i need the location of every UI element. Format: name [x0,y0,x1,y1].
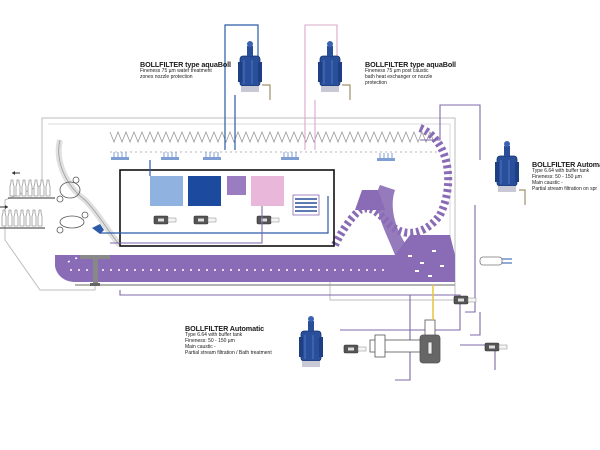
valve-icon [343,344,367,354]
bollfilter-aquaboll-caustic [317,40,343,93]
label-line: bath heat exchanger or nozzle [365,74,433,81]
spray-nozzle-icon [280,151,300,161]
label-line: protection [365,79,387,86]
blue-spray-unit [92,224,104,234]
motor-icon [256,215,280,225]
label-filter-auto-right-title: BOLLFILTER Automatic [532,160,600,169]
caustic-bath-particles [408,250,444,277]
label-filter-auto-bottom: BOLLFILTER Automatic Type 6.64 with buff… [185,324,272,356]
bottle-discharge-conveyor [8,171,55,199]
main-pump [369,319,441,364]
label-line: Type 6.64 with buffer tank [185,332,243,339]
label-line: Partial stream filtration on spr [532,185,598,192]
label-line: Main caustic - [532,179,563,186]
pipe-water [100,24,329,234]
pipe-caustic [110,104,496,381]
spray-nozzle-icon [160,151,180,161]
spray-nozzle-icon [202,151,222,161]
filter-drains [262,84,526,205]
sprocket-wheels [56,176,89,234]
tank-purple [227,176,246,195]
tank-water-light [150,176,183,206]
label-line: Fineness 75 µm post caustic [365,68,429,75]
valve-icon [484,342,508,352]
bollfilter-automatic-bottom [298,315,324,368]
label-line: zones nozzle protection [140,74,193,81]
bath-support [80,255,110,259]
bottle-chain-right-loop [331,124,453,247]
treatment-zone-enclosure [119,169,335,247]
tank-water-dark [188,176,221,206]
label-filter-caustic-post-title: BOLLFILTER type aquaBoll [365,60,456,69]
label-line: Partial stream filtration / Bath treatme… [185,349,272,356]
caustic-bath-riser [376,185,410,255]
valve-icon [453,295,477,305]
tank-pink [251,176,284,206]
label-filter-auto-bottom-title: BOLLFILTER Automatic [185,324,265,333]
main-caustic-bath [55,235,455,282]
label-filter-water-title: BOLLFILTER type aquaBoll [140,60,231,69]
label-filter-auto-right: BOLLFILTER Automatic Type 6.64 with buff… [532,160,600,192]
pipe-post-caustic [304,24,338,150]
label-filter-caustic-post: BOLLFILTER type aquaBoll Fineness 75 µm … [365,60,456,87]
label-line: Fineness: 50 - 150 µm [185,338,235,345]
spray-nozzle-icon [110,151,130,161]
bottle-infeed-conveyor [0,205,45,229]
bollfilter-automatic-right [494,140,520,193]
label-filter-water: BOLLFILTER type aquaBoll Fineness 75 µm … [140,60,231,81]
spray-nozzle-icon [376,152,396,162]
heat-exchanger [292,194,320,216]
machine-housing-inner [48,123,451,260]
heat-exchanger-right [479,256,512,266]
label-line: Type 6.64 with buffer tank [532,168,590,175]
label-line: Main caustic - [185,343,216,350]
label-line: Fineness 75 µm water treatment [140,68,212,75]
motor-icon [193,215,217,225]
motor-icon [153,215,177,225]
spray-funnel [355,190,385,210]
label-line: Fineness: 50 - 150 µm [532,174,582,181]
